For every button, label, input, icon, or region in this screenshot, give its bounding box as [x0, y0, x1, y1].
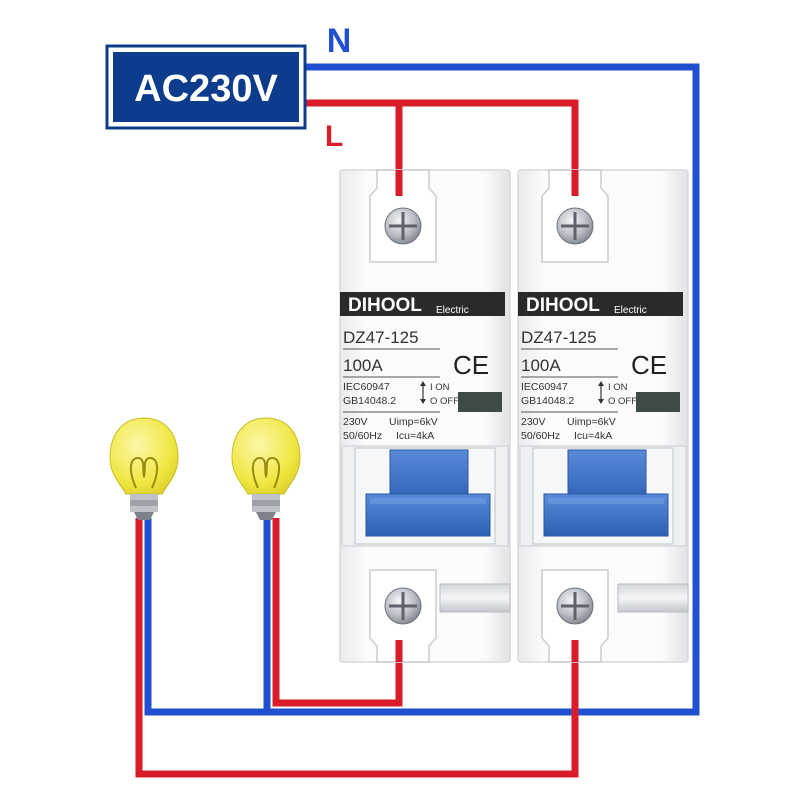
breaker-toggle[interactable]: [365, 449, 491, 537]
model-label: DZ47-125: [343, 328, 419, 347]
off-label: O OFF: [430, 396, 459, 407]
line-label: L: [325, 120, 343, 153]
din-rail-clip: [617, 583, 689, 613]
status-window: [636, 392, 680, 412]
brand-name: DIHOOL: [526, 295, 600, 316]
brand-suffix: Electric: [436, 305, 469, 316]
line-wire-breaker1-out: [272, 518, 403, 707]
std1-label: IEC60947: [521, 381, 568, 393]
breaker-1: DIHOOL Electric DZ47-125 100A CE IEC6094…: [339, 169, 511, 663]
std1-label: IEC60947: [343, 381, 390, 393]
on-off-arrow-icon: [420, 381, 426, 404]
brand-name: DIHOOL: [348, 295, 422, 316]
ce-mark: CE: [453, 350, 489, 380]
uimp-label: Uimp=6kV: [567, 416, 616, 428]
on-off-arrow-icon: [598, 381, 604, 404]
on-label: I ON: [608, 382, 628, 393]
ce-mark: CE: [631, 350, 667, 380]
icu-label: Icu=4kA: [574, 430, 612, 442]
din-rail-clip: [439, 583, 511, 613]
rating-label: 100A: [521, 356, 561, 375]
wires: [135, 63, 700, 778]
voltage-label: 230V: [521, 416, 546, 428]
frequency-label: 50/60Hz: [521, 430, 560, 442]
light-bulb-icon: [231, 417, 301, 520]
light-bulb-icon: [109, 417, 179, 520]
breaker-2: DIHOOL Electric DZ47-125 100A CE IEC6094…: [517, 169, 689, 663]
frequency-label: 50/60Hz: [343, 430, 382, 442]
model-label: DZ47-125: [521, 328, 597, 347]
voltage-label: 230V: [343, 416, 368, 428]
on-label: I ON: [430, 382, 450, 393]
brand-suffix: Electric: [614, 305, 647, 316]
line-wire-breaker2-out: [135, 518, 579, 778]
off-label: O OFF: [608, 396, 637, 407]
supply-label: AC230V: [134, 68, 278, 110]
neutral-label: N: [327, 22, 352, 60]
neutral-wire: [144, 63, 700, 716]
line-wire: [305, 99, 579, 180]
status-window: [458, 392, 502, 412]
breaker-toggle[interactable]: [543, 449, 669, 537]
std2-label: GB14048.2: [343, 395, 396, 407]
supply-box: AC230V: [105, 44, 307, 130]
rating-label: 100A: [343, 356, 383, 375]
std2-label: GB14048.2: [521, 395, 574, 407]
icu-label: Icu=4kA: [396, 430, 434, 442]
uimp-label: Uimp=6kV: [389, 416, 438, 428]
